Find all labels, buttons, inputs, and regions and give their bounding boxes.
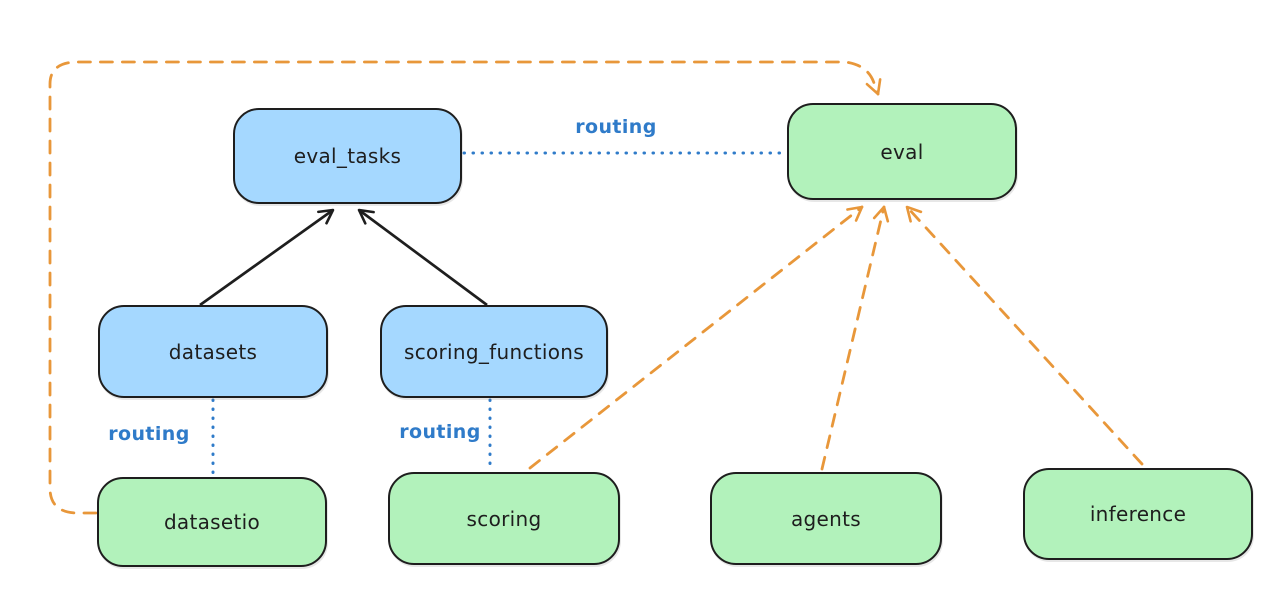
node-scoring-functions: scoring_functions: [380, 305, 608, 398]
edge-label-routing-datasets-datasetio: routing: [108, 423, 190, 445]
node-label: agents: [791, 506, 861, 531]
node-datasets: datasets: [98, 305, 328, 398]
edge-label-routing-eval-tasks-eval: routing: [575, 116, 657, 138]
edge-scoring-to-eval: [528, 205, 864, 470]
edge-scoring-functions-to-eval-tasks: [357, 208, 488, 307]
edge-datasets-to-eval-tasks: [199, 208, 335, 307]
node-eval: eval: [787, 103, 1017, 200]
node-label: inference: [1089, 502, 1187, 526]
edge-label-routing-scoring-functions-scoring: routing: [399, 421, 481, 443]
node-eval-tasks: eval_tasks: [233, 108, 462, 204]
edge-inference-to-eval: [905, 205, 1144, 466]
node-agents: agents: [710, 472, 942, 565]
node-datasetio: datasetio: [97, 477, 327, 567]
edge-agents-to-eval: [820, 205, 890, 471]
node-label: datasetio: [163, 510, 261, 534]
node-inference: inference: [1023, 468, 1253, 560]
node-scoring: scoring: [388, 472, 620, 565]
node-label: eval: [880, 139, 924, 164]
node-label: eval_tasks: [293, 144, 402, 168]
node-label: scoring: [466, 506, 542, 531]
edge-datasetio-to-eval: [48, 60, 882, 515]
node-label: scoring_functions: [403, 339, 585, 364]
node-label: datasets: [168, 339, 258, 364]
